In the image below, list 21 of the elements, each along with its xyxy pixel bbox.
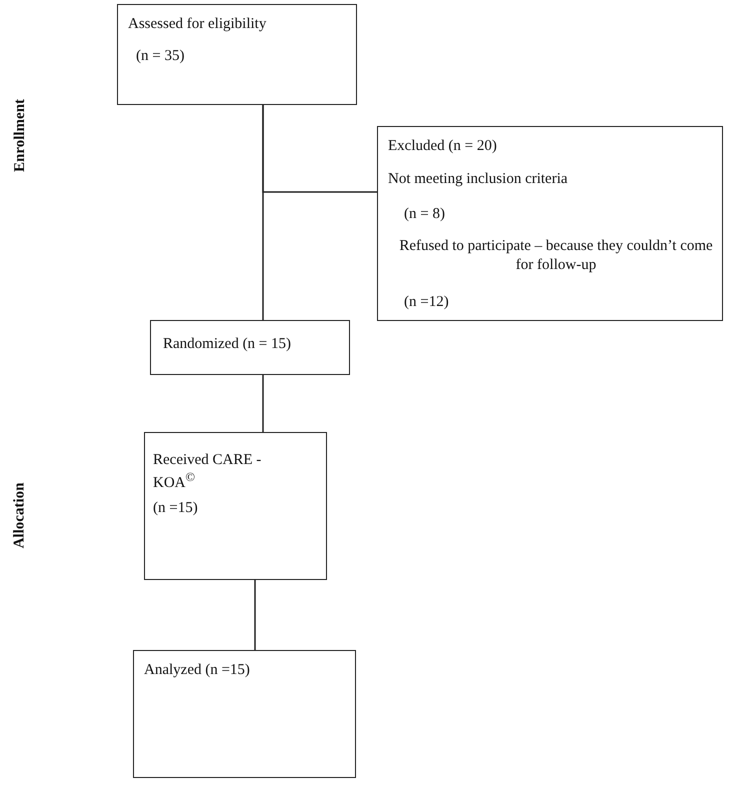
process-box: [133, 650, 356, 778]
box-text: (n = 8): [404, 205, 445, 224]
box-text: (n =12): [404, 293, 449, 312]
process-box: [150, 320, 350, 375]
section-label: Enrollment: [12, 98, 29, 172]
box-text: Not meeting inclusion criteria: [388, 170, 568, 189]
process-box: [377, 126, 723, 321]
connector-line: [262, 375, 264, 432]
section-label: Allocation: [11, 482, 28, 548]
box-text: Assessed for eligibility: [128, 15, 266, 34]
box-text: Received CARE - KOA$^{©}$: [153, 451, 262, 492]
box-text: Analyzed (n =15): [144, 661, 250, 680]
connector-line: [262, 105, 264, 320]
process-box: [144, 432, 327, 580]
box-text: (n =15): [153, 499, 198, 518]
connector-line: [254, 580, 256, 650]
box-text: Excluded (n = 20): [388, 137, 497, 156]
process-box: [117, 4, 357, 105]
box-text: (n = 35): [136, 47, 184, 66]
box-text: Refused to participate – because they couldn’t come for follow-up: [398, 237, 714, 274]
box-text: Randomized (n = 15): [163, 335, 292, 354]
